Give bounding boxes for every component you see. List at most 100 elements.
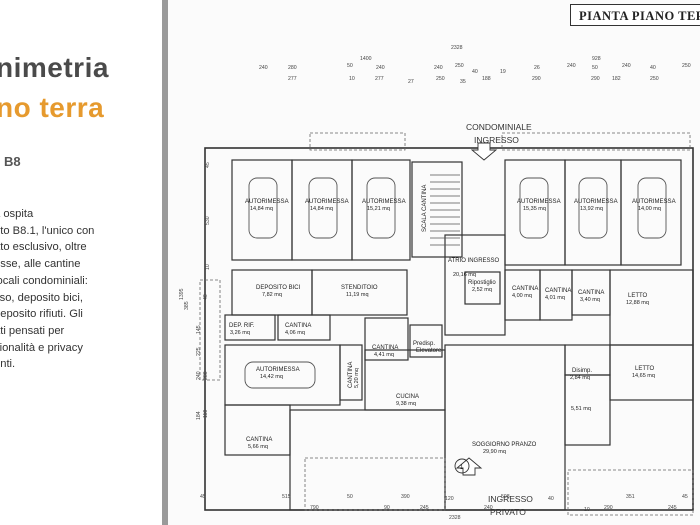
dim: 277 — [288, 76, 297, 82]
dimension-labels: 1400 2328 928 240 280 50 240 240 250 40 … — [179, 45, 691, 521]
room-label: DEPOSITO BICI — [256, 285, 301, 291]
dim: 240 — [196, 371, 202, 380]
dim: 1400 — [360, 56, 372, 62]
entrance-condominiale-line1: INGRESSO — [474, 135, 519, 145]
unit-number: 1 — [460, 465, 464, 471]
room-label: CUCINA — [396, 394, 419, 400]
dim: 26 — [534, 65, 540, 71]
room-area: 13,92 mq — [580, 206, 603, 212]
room-area: 5,66 mq — [248, 444, 268, 450]
desc-line: a ospita — [0, 208, 34, 220]
room-label: ATRIO INGRESSO — [448, 258, 500, 264]
car-icon — [308, 177, 338, 239]
dim: 790 — [310, 505, 319, 511]
car-icon — [578, 177, 608, 239]
car-icon — [519, 177, 549, 239]
room-label: AUTORIMESSA — [362, 199, 406, 205]
entrance-privato-line2: PRIVATO — [490, 507, 526, 517]
room-area: 5,51 mq — [571, 406, 591, 412]
plan-title-label: PIANTA PIANO TERRA — [570, 4, 700, 26]
room-area: 4,01 mq — [545, 295, 565, 301]
dim: 240 — [259, 65, 268, 71]
room-area: 14,65 mq — [632, 373, 655, 379]
room-label: AUTORIMESSA — [256, 367, 300, 373]
dim: 280 — [203, 371, 209, 380]
entrance-arrow-icon — [470, 142, 498, 161]
dim: 184 — [196, 411, 202, 420]
dim: 27 — [408, 79, 414, 85]
desc-line: deposito rifiuti. Gli — [0, 308, 83, 321]
dim: 598 — [501, 494, 510, 500]
dim: 2328 — [451, 45, 463, 51]
room-label: CANTINA — [545, 288, 571, 294]
desc-line: sso, deposito bici, — [0, 291, 83, 304]
predisp-label: Predisp. — [413, 341, 435, 347]
room-label: AUTORIMESSA — [574, 199, 618, 205]
panel-description: a ospita nto B8.1, l'unico con ato esclu… — [0, 206, 162, 373]
dim: 40 — [472, 69, 478, 75]
dim: 90 — [384, 505, 390, 511]
room-area: 4,06 mq — [285, 330, 305, 336]
plan-dashed-outlines — [199, 132, 694, 516]
room-area: 2,52 mq — [472, 287, 492, 293]
room-area: 20,16 mq — [453, 272, 476, 278]
room-label: CANTINA — [285, 323, 311, 329]
room-area: 4,41 mq — [374, 352, 394, 358]
dim: 290 — [604, 505, 613, 511]
desc-line: zionalità e privacy — [0, 341, 83, 354]
dim: 225 — [196, 347, 202, 356]
dim: 390 — [401, 494, 410, 500]
dim: 1395 — [179, 288, 185, 300]
room-label: AUTORIMESSA — [517, 199, 561, 205]
dim: 50 — [347, 494, 353, 500]
stair-steps — [430, 174, 460, 246]
dim: 280 — [288, 65, 297, 71]
dim: 351 — [626, 494, 635, 500]
stair-label: SCALA CANTINA — [422, 185, 428, 232]
room-area: 15,35 mq — [523, 206, 546, 212]
room-label: SOGGIORNO PRANZO — [472, 442, 537, 448]
entrance-condominiale-line2: CONDOMINIALE — [466, 122, 532, 132]
dim: 530 — [205, 216, 211, 225]
dim: 45 — [682, 494, 688, 500]
room-label: CANTINA — [348, 362, 354, 388]
dim: 19 — [500, 69, 506, 75]
room-area: 14,42 mq — [260, 374, 283, 380]
car-icon — [366, 177, 396, 239]
dim: 50 — [592, 65, 598, 71]
room-area: 3,26 mq — [230, 330, 250, 336]
dim: 182 — [612, 76, 621, 82]
room-area: 7,82 mq — [262, 292, 282, 298]
room-label: AUTORIMESSA — [305, 199, 349, 205]
unit-number-badge — [454, 458, 470, 474]
desc-line: ati pensati per — [0, 324, 65, 337]
room-label: Ripostiglio — [468, 280, 496, 286]
room-label: STENDITOIO — [341, 285, 378, 291]
dim: 250 — [650, 76, 659, 82]
unit-code: B8 — [4, 154, 21, 169]
panel-title: nimetria — [0, 52, 109, 83]
dim: 240 — [622, 63, 631, 69]
dim: 250 — [455, 63, 464, 69]
dim: 120 — [445, 496, 454, 502]
floor-plan-area — [168, 0, 700, 525]
car-icon — [244, 361, 316, 389]
room-area: 2,84 mq — [570, 375, 590, 381]
dim: 35 — [460, 79, 466, 85]
desc-line: ato esclusivo, oltre — [0, 241, 87, 254]
dim: 40 — [548, 496, 554, 502]
dim: 250 — [436, 76, 445, 82]
desc-line: locali condominiali: — [0, 274, 88, 287]
elevator-label: Elevatore — [416, 348, 442, 354]
desc-line: nto B8.1, l'unico con — [0, 224, 95, 237]
room-label: LETTO — [628, 293, 648, 299]
room-label: CANTINA — [246, 437, 272, 443]
car-icon — [248, 177, 278, 239]
dim: 145 — [196, 325, 202, 334]
dim: 290 — [532, 76, 541, 82]
dim: 10 — [205, 264, 211, 270]
dim: 240 — [376, 65, 385, 71]
room-area: 5,20 mq — [354, 368, 360, 388]
dim: 928 — [592, 56, 601, 62]
